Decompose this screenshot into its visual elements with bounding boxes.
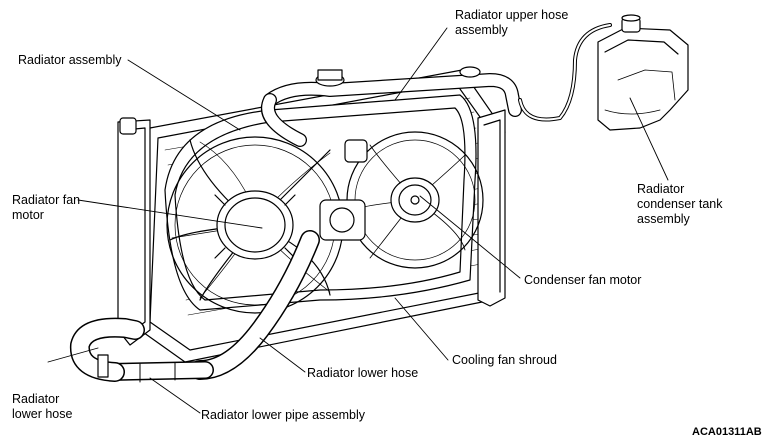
label-radiator-condenser-tank-assembly: Radiator condenser tank assembly bbox=[637, 182, 723, 226]
leader-lower-hose-right bbox=[259, 337, 306, 373]
label-radiator-upper-hose-assembly: Radiator upper hose assembly bbox=[455, 8, 569, 37]
radiator-lower-pipe bbox=[101, 361, 214, 383]
center-bracket bbox=[319, 139, 368, 241]
radiator-side-tank-left bbox=[117, 117, 151, 346]
leader-radiator-assembly bbox=[127, 59, 241, 131]
label-radiator-lower-pipe-assembly: Radiator lower pipe assembly bbox=[201, 408, 365, 422]
leader-cooling-fan-shroud bbox=[394, 297, 449, 361]
leader-condenser-tank bbox=[629, 97, 669, 181]
figure-code: ACA01311AB bbox=[692, 426, 762, 438]
radiator-fan-motor bbox=[214, 190, 296, 260]
leader-lower-pipe bbox=[149, 377, 201, 414]
label-radiator-assembly: Radiator assembly bbox=[18, 53, 122, 67]
radiator-side-tank-right bbox=[477, 109, 506, 307]
radiator-condenser-tank bbox=[597, 14, 689, 131]
leader-upper-hose bbox=[394, 27, 448, 101]
radiator-upper-hose bbox=[261, 66, 522, 147]
label-radiator-lower-hose-right: Radiator lower hose bbox=[307, 366, 419, 380]
condenser-fan-motor bbox=[390, 177, 440, 223]
leader-lines bbox=[47, 27, 669, 414]
radiator-lower-hose-left bbox=[69, 317, 145, 382]
label-radiator-fan-motor: Radiator fan motor bbox=[12, 193, 81, 222]
radiator-lower-hose-center bbox=[190, 230, 320, 380]
leader-condenser-fan-motor bbox=[419, 195, 521, 279]
label-condenser-fan-motor: Condenser fan motor bbox=[524, 273, 642, 287]
leader-lower-hose-left bbox=[47, 347, 99, 363]
reservoir-tube bbox=[518, 23, 612, 122]
leader-radiator-fan-motor bbox=[77, 199, 263, 229]
label-radiator-lower-hose-left: Radiator lower hose bbox=[12, 392, 73, 421]
label-cooling-fan-shroud: Cooling fan shroud bbox=[452, 353, 557, 367]
